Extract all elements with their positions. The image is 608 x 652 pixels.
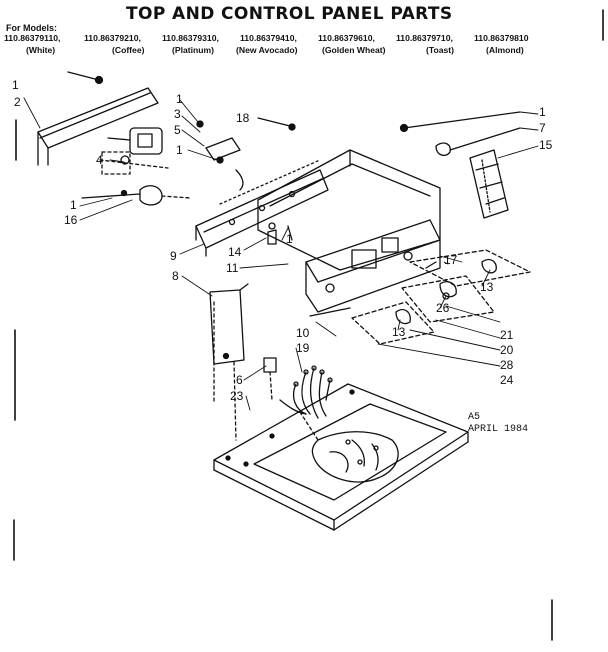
component-group <box>351 249 531 345</box>
control-panel <box>305 219 441 317</box>
callout-number: 15 <box>539 138 553 152</box>
diagram-title: TOP AND CONTROL PANEL PARTS <box>126 4 453 24</box>
callout-number: 1 <box>70 198 77 212</box>
callout-number: 1 <box>176 143 183 157</box>
end-bracket <box>469 149 509 219</box>
callout-number: 28 <box>500 358 514 372</box>
stamp-date: APRIL 1984 <box>468 424 529 435</box>
top-frame <box>213 383 469 531</box>
model-number: 110.86379710, <box>396 33 453 43</box>
callout-number: 11 <box>226 261 239 275</box>
model-number: 110.86379310, <box>162 33 219 43</box>
callout-number: 2 <box>14 95 21 109</box>
side-bracket <box>209 283 249 441</box>
model-number: 110.86379810 <box>474 33 529 43</box>
model-number: 110.86379110, <box>4 33 61 43</box>
connector <box>263 357 277 401</box>
model-number: 110.86379410, <box>240 33 297 43</box>
switch-assembly <box>99 127 169 175</box>
fastener <box>267 222 293 245</box>
callout-number: 6 <box>236 373 243 387</box>
callout-leaders <box>23 97 539 411</box>
model-color: (Platinum) <box>172 45 215 55</box>
callout-number: 1 <box>176 92 183 106</box>
model-color: (New Avocado) <box>236 45 298 55</box>
screw <box>257 117 296 131</box>
callout-number: 1 <box>286 232 293 246</box>
models-label: For Models: <box>6 23 57 33</box>
model-color: (Toast) <box>426 45 455 55</box>
callout-number: 10 <box>296 326 310 340</box>
leader-lines <box>377 255 501 367</box>
callout-number: 14 <box>228 245 242 259</box>
callout-number: 18 <box>236 111 250 125</box>
callout-number: 17 <box>444 253 458 267</box>
model-color: (Golden Wheat) <box>322 45 386 55</box>
model-number: 110.86379210, <box>84 33 141 43</box>
callout-number: 1 <box>539 105 546 119</box>
callout-number: 1 <box>12 78 19 92</box>
callout-number: 26 <box>436 301 450 315</box>
model-color: (Almond) <box>486 45 524 55</box>
callout-number: 19 <box>296 341 310 355</box>
callout-number: 5 <box>174 123 181 137</box>
callout-number: 7 <box>539 121 546 135</box>
screw <box>67 71 104 85</box>
wire-harness <box>279 365 333 419</box>
knob <box>81 185 191 206</box>
callout-number: 13 <box>480 280 494 294</box>
model-number: 110.86379610, <box>318 33 375 43</box>
frame-wiring <box>299 411 399 483</box>
callout-number: 20 <box>500 343 514 357</box>
model-color: (Coffee) <box>112 45 145 55</box>
callout-number: 9 <box>170 249 177 263</box>
callout-number: 24 <box>500 373 514 387</box>
callout-number: 3 <box>174 107 181 121</box>
rear-trim-strip <box>37 87 159 166</box>
callout-number: 8 <box>172 269 179 283</box>
callout-number: 13 <box>392 325 406 339</box>
scan-edge-marks <box>13 9 604 641</box>
small-switch <box>196 120 244 191</box>
control-panel-bracket <box>195 159 329 257</box>
component-parts <box>395 258 497 325</box>
screw <box>399 111 521 157</box>
callout-number: 4 <box>96 153 103 167</box>
callout-number: 21 <box>500 328 514 342</box>
callout-number: 23 <box>230 389 244 403</box>
model-color: (White) <box>26 45 56 55</box>
callout-number: 16 <box>64 213 78 227</box>
stamp-code: A5 <box>468 412 481 423</box>
